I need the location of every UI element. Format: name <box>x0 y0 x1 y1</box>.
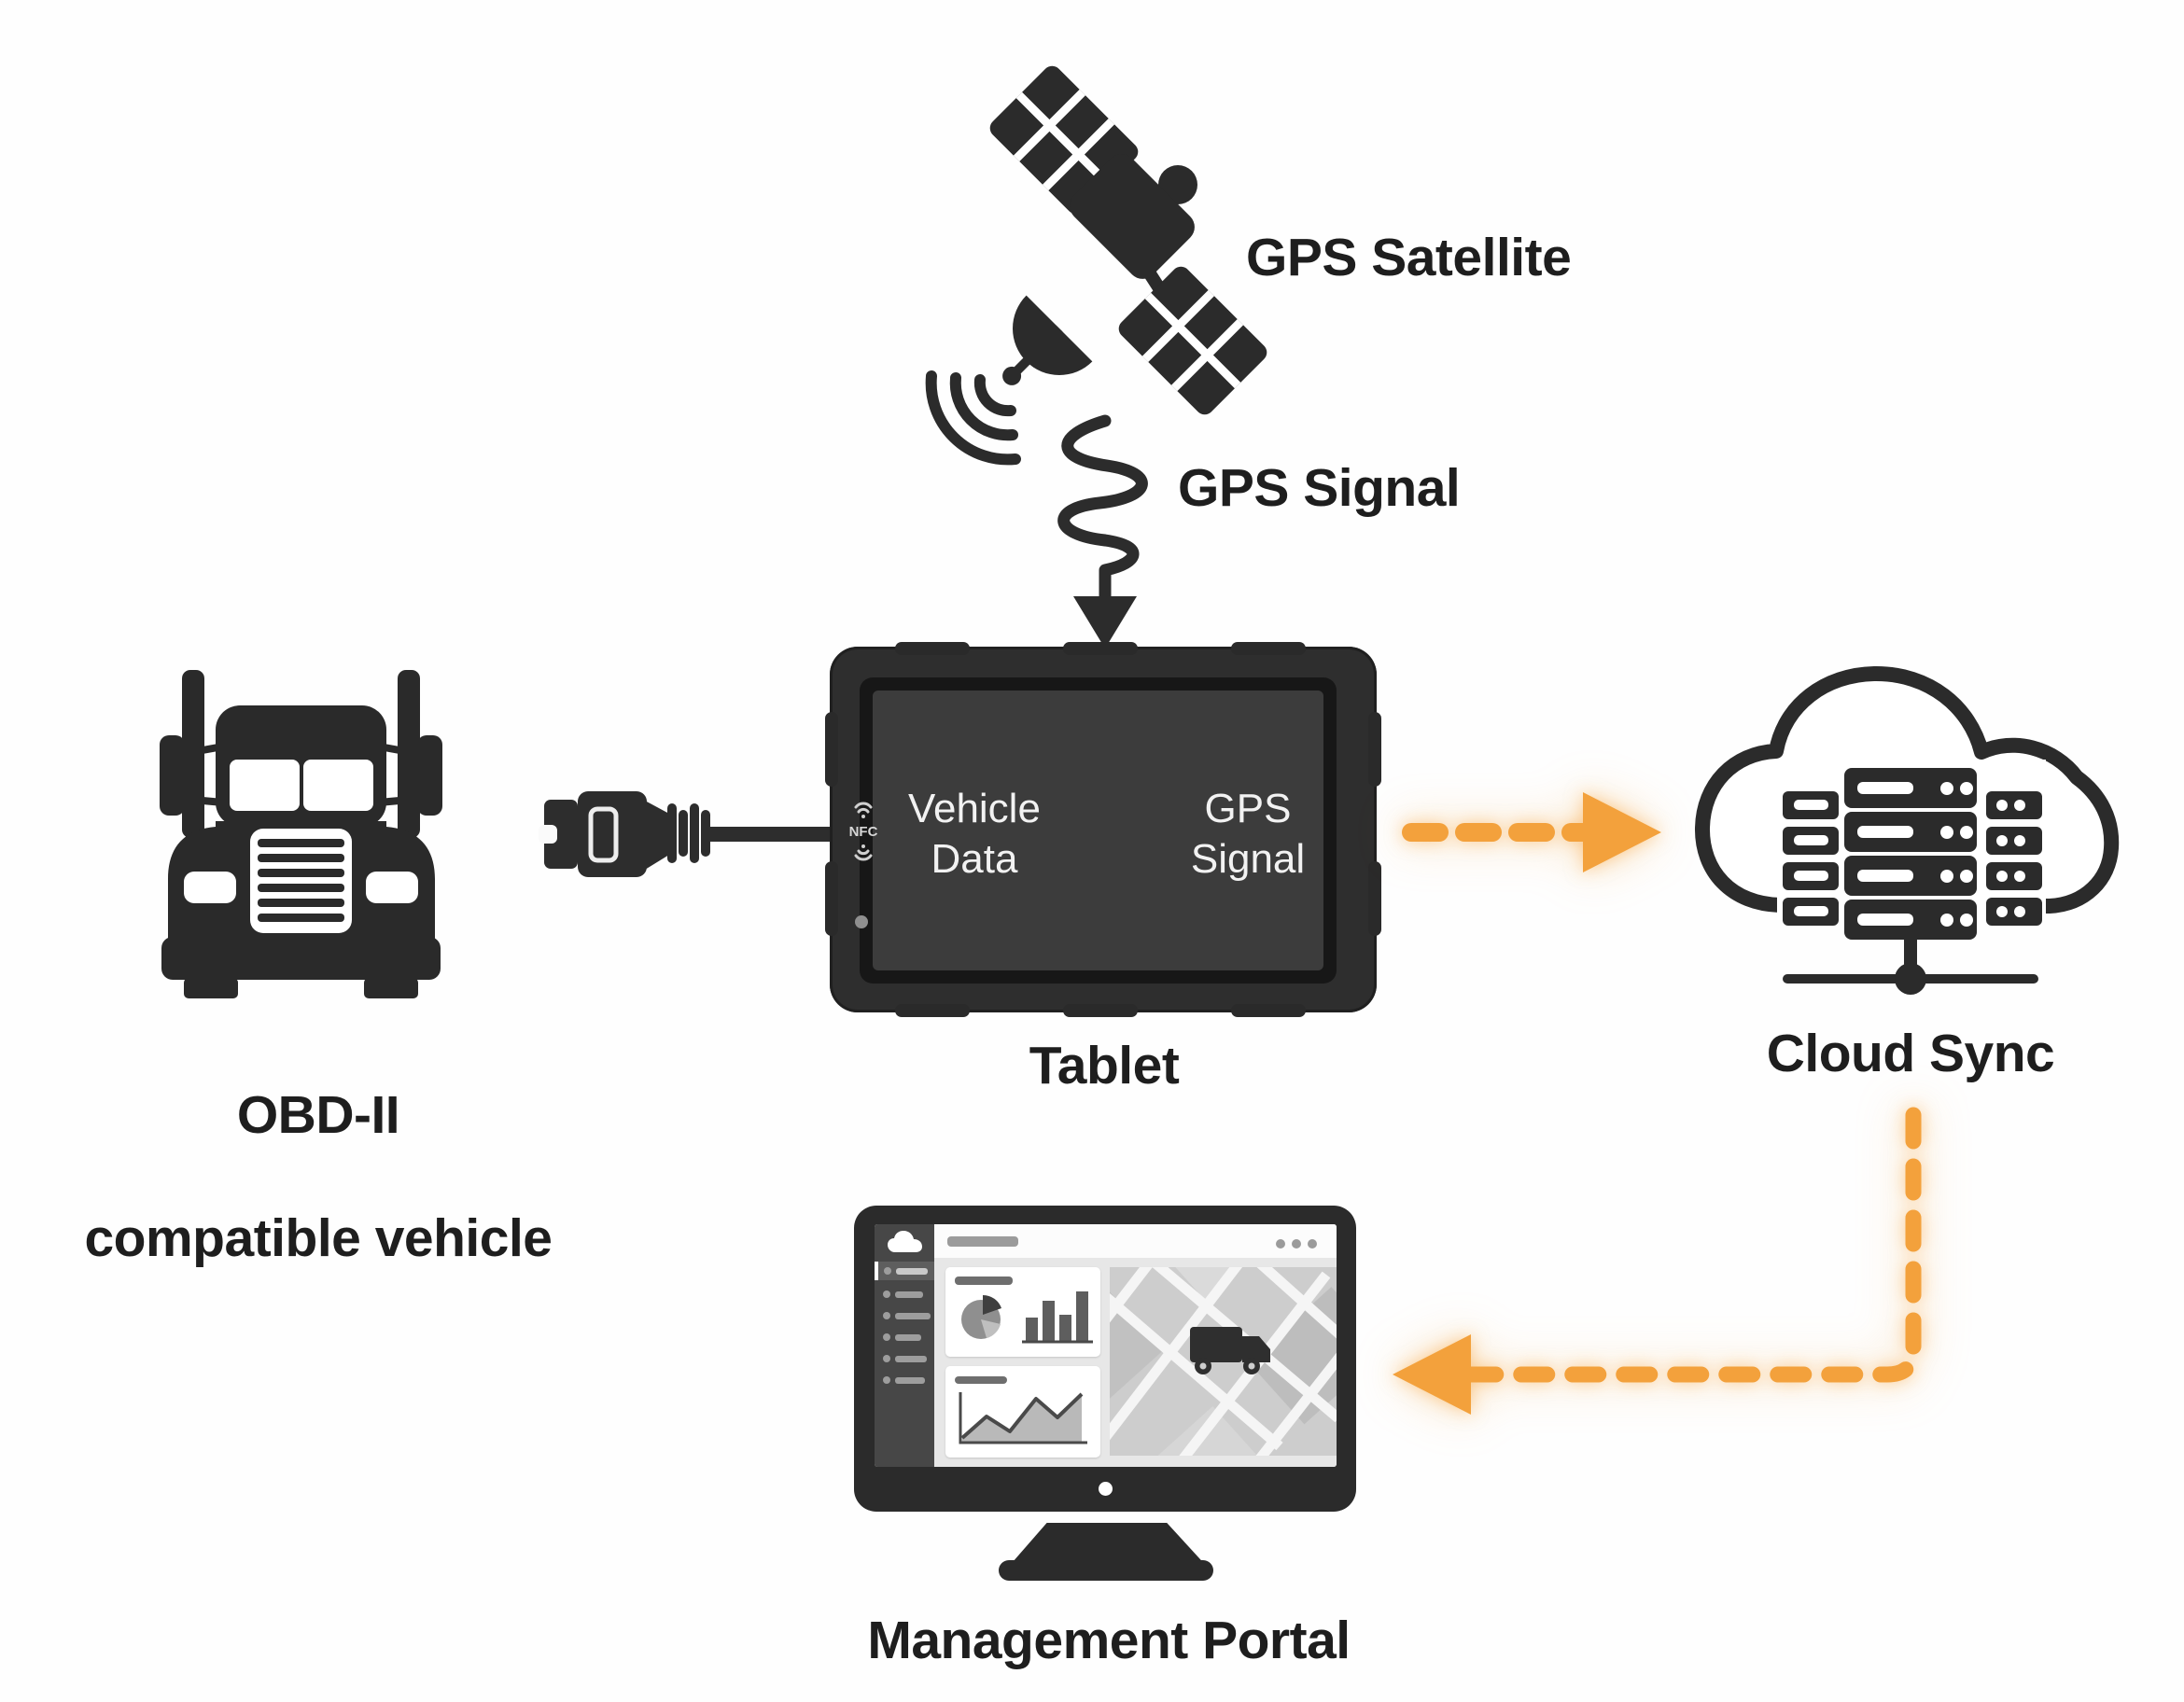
obd-connector-icon <box>539 791 832 877</box>
vehicle-label-line1: OBD-II <box>236 1085 400 1145</box>
management-portal-label: Management Portal <box>867 1611 1351 1670</box>
tablet-edge-bump <box>1063 642 1138 655</box>
tablet-edge-bump <box>1231 642 1306 655</box>
pie-chart-icon <box>961 1294 1001 1339</box>
sidebar-item <box>875 1328 934 1346</box>
gps-satellite-label: GPS Satellite <box>1246 228 1572 287</box>
truck-icon <box>160 670 442 998</box>
tablet-device: Vehicle Data GPS Signal NFC <box>825 642 1381 1017</box>
portal-sidebar <box>875 1224 938 1467</box>
tablet-text-data: Data <box>931 836 1018 882</box>
tablet-text-signal: Signal <box>1190 836 1306 882</box>
tablet-screen-text-right: GPS Signal <box>1127 784 1369 885</box>
map-truck-icon <box>1190 1327 1270 1374</box>
tablet-edge-bump <box>1063 1004 1138 1017</box>
sidebar-item <box>875 1285 934 1304</box>
tablet-screen <box>873 691 1323 970</box>
bar-chart-icon <box>1022 1291 1093 1344</box>
monitor-camera-dot <box>1099 1482 1113 1496</box>
portal-topbar <box>934 1224 1337 1258</box>
svg-text:NFC: NFC <box>849 824 878 840</box>
line-chart-icon <box>959 1392 1087 1444</box>
tablet-camera-dot <box>855 915 868 928</box>
tablet-edge-bump <box>895 1004 970 1017</box>
nfc-icon: NFC <box>849 802 878 861</box>
tablet-edge-bump <box>825 712 838 787</box>
topbar-title-placeholder <box>947 1236 1018 1247</box>
map-panel <box>1110 1267 1337 1456</box>
dashed-arrow-elbow-icon <box>1393 1107 1922 1415</box>
tablet-edge-bump <box>825 861 838 936</box>
tablet-edge-bump <box>1231 1004 1306 1017</box>
tablet-screen-text-left: Vehicle Data <box>853 784 1096 885</box>
window-dots-icon <box>1276 1236 1317 1253</box>
gps-signal-arrow-icon <box>1057 414 1148 649</box>
gps-signal-label: GPS Signal <box>1178 458 1461 518</box>
portal-content <box>934 1258 1337 1467</box>
vehicle-label: OBD-II compatible vehicle <box>62 1023 575 1269</box>
tablet-label: Tablet <box>1029 1036 1180 1095</box>
management-portal-monitor <box>854 1206 1356 1512</box>
tablet-text-vehicle: Vehicle <box>908 786 1041 831</box>
tablet-text-gps: GPS <box>1204 786 1292 831</box>
cloud-server-icon <box>1694 665 2120 995</box>
cloud-logo-icon <box>888 1231 922 1252</box>
gps-satellite-icon <box>925 65 1267 466</box>
sidebar-item <box>875 1371 934 1389</box>
portal-screen <box>875 1224 1337 1467</box>
trend-card <box>945 1366 1100 1458</box>
vehicle-label-line2: compatible vehicle <box>84 1208 553 1268</box>
cloud-sync-label: Cloud Sync <box>1766 1024 2055 1083</box>
monitor-stand-base <box>999 1560 1213 1581</box>
dashed-arrow-right-icon <box>1402 792 1661 872</box>
sidebar-item <box>875 1349 934 1368</box>
tablet-edge-bump <box>895 642 970 655</box>
stats-card <box>945 1267 1100 1357</box>
tablet-edge-bump <box>1368 712 1381 787</box>
sidebar-item <box>875 1306 934 1325</box>
tablet-edge-bump <box>1368 861 1381 936</box>
sidebar-item-active <box>875 1262 938 1280</box>
